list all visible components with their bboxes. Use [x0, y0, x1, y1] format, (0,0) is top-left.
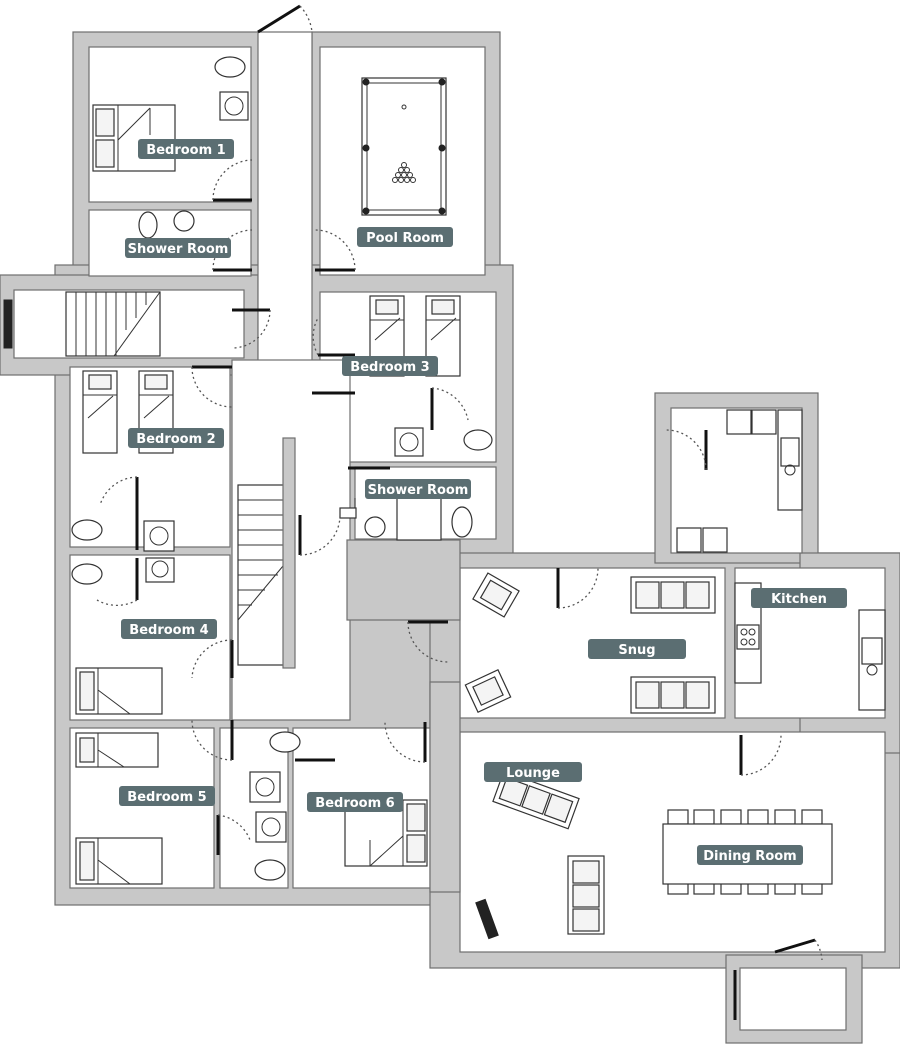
vestibule-floor [739, 967, 847, 1031]
label-pool-room: Pool Room [357, 227, 453, 247]
kitchen-units [676, 409, 886, 711]
room-labels: Bedroom 1 Shower Room Pool Room Bedroom … [119, 139, 847, 865]
label-bedroom-6: Bedroom 6 [307, 792, 403, 812]
label-bedroom-3-text: Bedroom 3 [350, 360, 429, 375]
seating [464, 572, 716, 940]
label-dining-room-text: Dining Room [703, 849, 796, 864]
label-bedroom-4: Bedroom 4 [121, 619, 217, 639]
label-bedroom-1-text: Bedroom 1 [146, 143, 225, 158]
label-bedroom-5: Bedroom 5 [119, 786, 215, 806]
doors [96, 4, 823, 1020]
label-shower-room-middle: Shower Room [365, 479, 471, 499]
label-snug: Snug [588, 639, 686, 659]
label-lounge-text: Lounge [506, 766, 560, 781]
label-dining-room: Dining Room [697, 845, 803, 865]
label-bedroom-3: Bedroom 3 [342, 356, 438, 376]
label-snug-text: Snug [618, 643, 655, 658]
label-shower-room-upper: Shower Room [125, 238, 231, 258]
staircase-lower [237, 437, 296, 669]
corridor-upper-floor [257, 31, 313, 363]
label-bedroom-5-text: Bedroom 5 [127, 790, 206, 805]
lounge-wall-stub [429, 681, 461, 893]
label-kitchen: Kitchen [751, 588, 847, 608]
pool-table [361, 77, 447, 216]
label-bedroom-2: Bedroom 2 [128, 428, 224, 448]
beds [75, 104, 461, 885]
staircase-upper [3, 291, 161, 357]
label-bedroom-4-text: Bedroom 4 [129, 623, 208, 638]
label-kitchen-text: Kitchen [771, 592, 827, 607]
label-lounge: Lounge [484, 762, 582, 782]
label-pool-room-text: Pool Room [366, 231, 444, 246]
bathroom-fixtures [71, 56, 493, 881]
label-bedroom-6-text: Bedroom 6 [315, 796, 394, 811]
label-shower-room-middle-text: Shower Room [368, 483, 469, 498]
label-shower-room-upper-text: Shower Room [128, 242, 229, 257]
label-bedroom-2-text: Bedroom 2 [136, 432, 215, 447]
central-structure [346, 539, 461, 621]
label-bedroom-1: Bedroom 1 [138, 139, 234, 159]
